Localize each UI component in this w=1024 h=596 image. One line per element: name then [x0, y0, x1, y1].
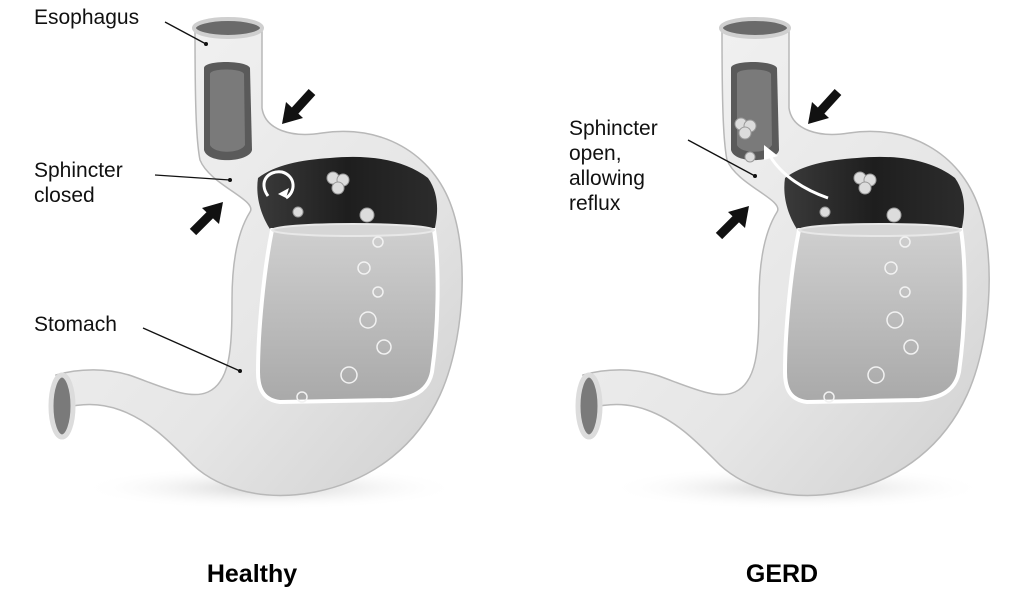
bold-arrow-icon	[715, 206, 749, 240]
reflux-leader-line	[687, 139, 756, 177]
stomach-leader-line	[142, 327, 241, 372]
healthy-stomach	[51, 19, 462, 510]
curved-arrow-icon	[764, 145, 829, 200]
open-label-line: open,	[569, 142, 622, 165]
bold-arrow-icon	[282, 88, 316, 124]
sphincter-open-label: Sphincter open, allowing reflux	[569, 116, 658, 216]
stomach-label: Stomach	[34, 313, 117, 336]
esophagus-label: Esophagus	[34, 6, 140, 29]
bold-arrow-icon	[189, 202, 223, 236]
closed-label-line: closed	[34, 184, 95, 207]
sphincter-label-line: Sphincter	[569, 117, 658, 140]
sphincter-leader-line	[154, 174, 231, 181]
curved-arrow-icon	[262, 170, 295, 200]
esophagus-leader-line	[164, 21, 207, 45]
sphincter-label-line: Sphincter	[34, 159, 123, 182]
gerd-stomach	[578, 19, 989, 510]
healthy-caption: Healthy	[206, 560, 298, 588]
gerd-caption: GERD	[745, 560, 819, 588]
sphincter-closed-label: Sphincter closed	[34, 158, 123, 208]
bold-arrow-icon	[808, 88, 842, 124]
allowing-label-line: allowing	[569, 167, 645, 190]
reflux-label-line: reflux	[569, 192, 621, 215]
